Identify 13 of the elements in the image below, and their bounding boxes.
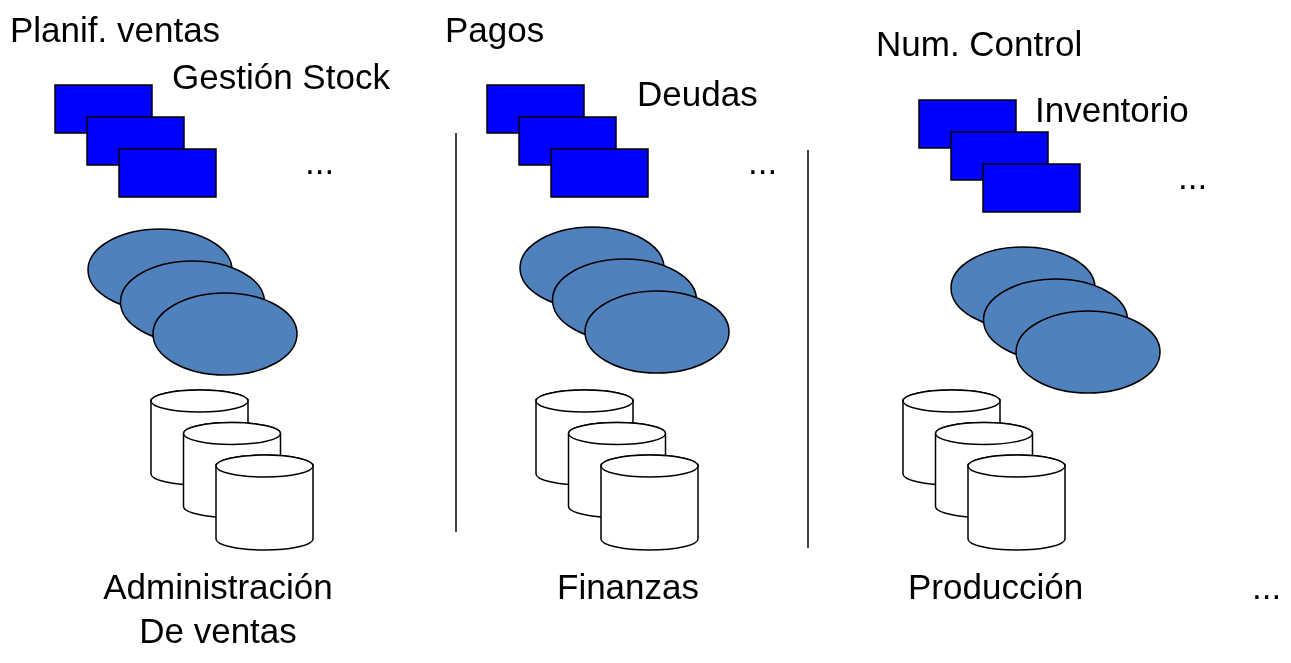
- section-heading: Finanzas: [557, 566, 700, 608]
- module-label: Gestión Stock: [172, 56, 390, 98]
- section-heading: Administración De ventas: [102, 566, 334, 652]
- ellipsis: ...: [305, 141, 335, 183]
- ellipsis: ...: [748, 141, 778, 183]
- section-heading: Producción: [908, 566, 1084, 608]
- module-label: Pagos: [445, 9, 545, 51]
- ellipsis: ...: [1252, 566, 1282, 608]
- ellipsis: ...: [1178, 156, 1208, 198]
- module-label: Inventorio: [1035, 89, 1189, 131]
- module-label: Planif. ventas: [10, 9, 221, 51]
- module-label: Deudas: [637, 73, 758, 115]
- module-label: Num. Control: [876, 23, 1083, 65]
